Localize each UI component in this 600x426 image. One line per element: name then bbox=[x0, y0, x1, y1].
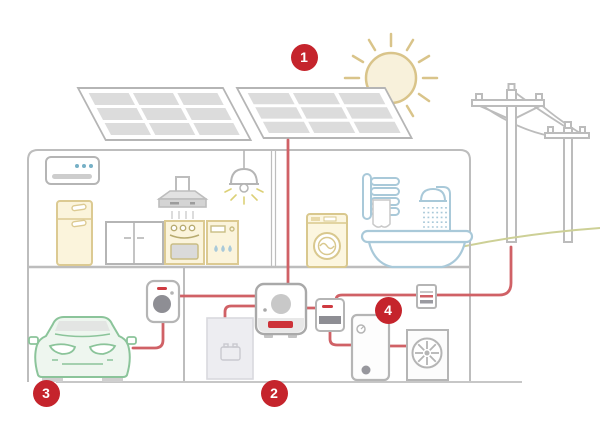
pendant-lamp-icon bbox=[224, 150, 264, 205]
wallbox-charger-icon bbox=[145, 279, 181, 324]
range-hood-icon bbox=[156, 176, 209, 219]
marker-1: 1 bbox=[283, 36, 325, 78]
washing-machine-icon bbox=[306, 213, 348, 268]
solar-panel-left bbox=[76, 87, 253, 141]
stove-icon bbox=[164, 220, 205, 265]
outdoor-fan-unit-icon bbox=[406, 329, 449, 381]
marker-2: 2 bbox=[253, 372, 295, 414]
marker-2-label: 2 bbox=[270, 385, 278, 401]
battery-storage-icon bbox=[206, 317, 254, 380]
heat-pump-icon bbox=[350, 313, 391, 382]
marker-4-label: 4 bbox=[384, 302, 392, 318]
towel-radiator-icon bbox=[362, 173, 400, 228]
marker-3-label: 3 bbox=[42, 385, 50, 401]
power-grid-poles-icon bbox=[471, 83, 590, 243]
ac-unit-icon bbox=[45, 156, 100, 185]
junction-box-icon bbox=[416, 284, 437, 309]
bathtub-icon bbox=[360, 229, 474, 269]
solar-panel-right bbox=[235, 87, 414, 139]
electricity-meter-icon bbox=[315, 298, 345, 332]
power-cables bbox=[131, 138, 513, 350]
marker-3: 3 bbox=[25, 372, 67, 414]
marker-4: 4 bbox=[367, 289, 409, 331]
marker-1-label: 1 bbox=[300, 49, 308, 65]
cabinet-icon bbox=[105, 221, 164, 265]
inverter-icon bbox=[254, 282, 308, 338]
electric-car-icon bbox=[28, 316, 137, 382]
shower-icon bbox=[419, 186, 451, 231]
fridge-icon bbox=[56, 200, 93, 266]
dishwasher-icon bbox=[206, 220, 239, 265]
